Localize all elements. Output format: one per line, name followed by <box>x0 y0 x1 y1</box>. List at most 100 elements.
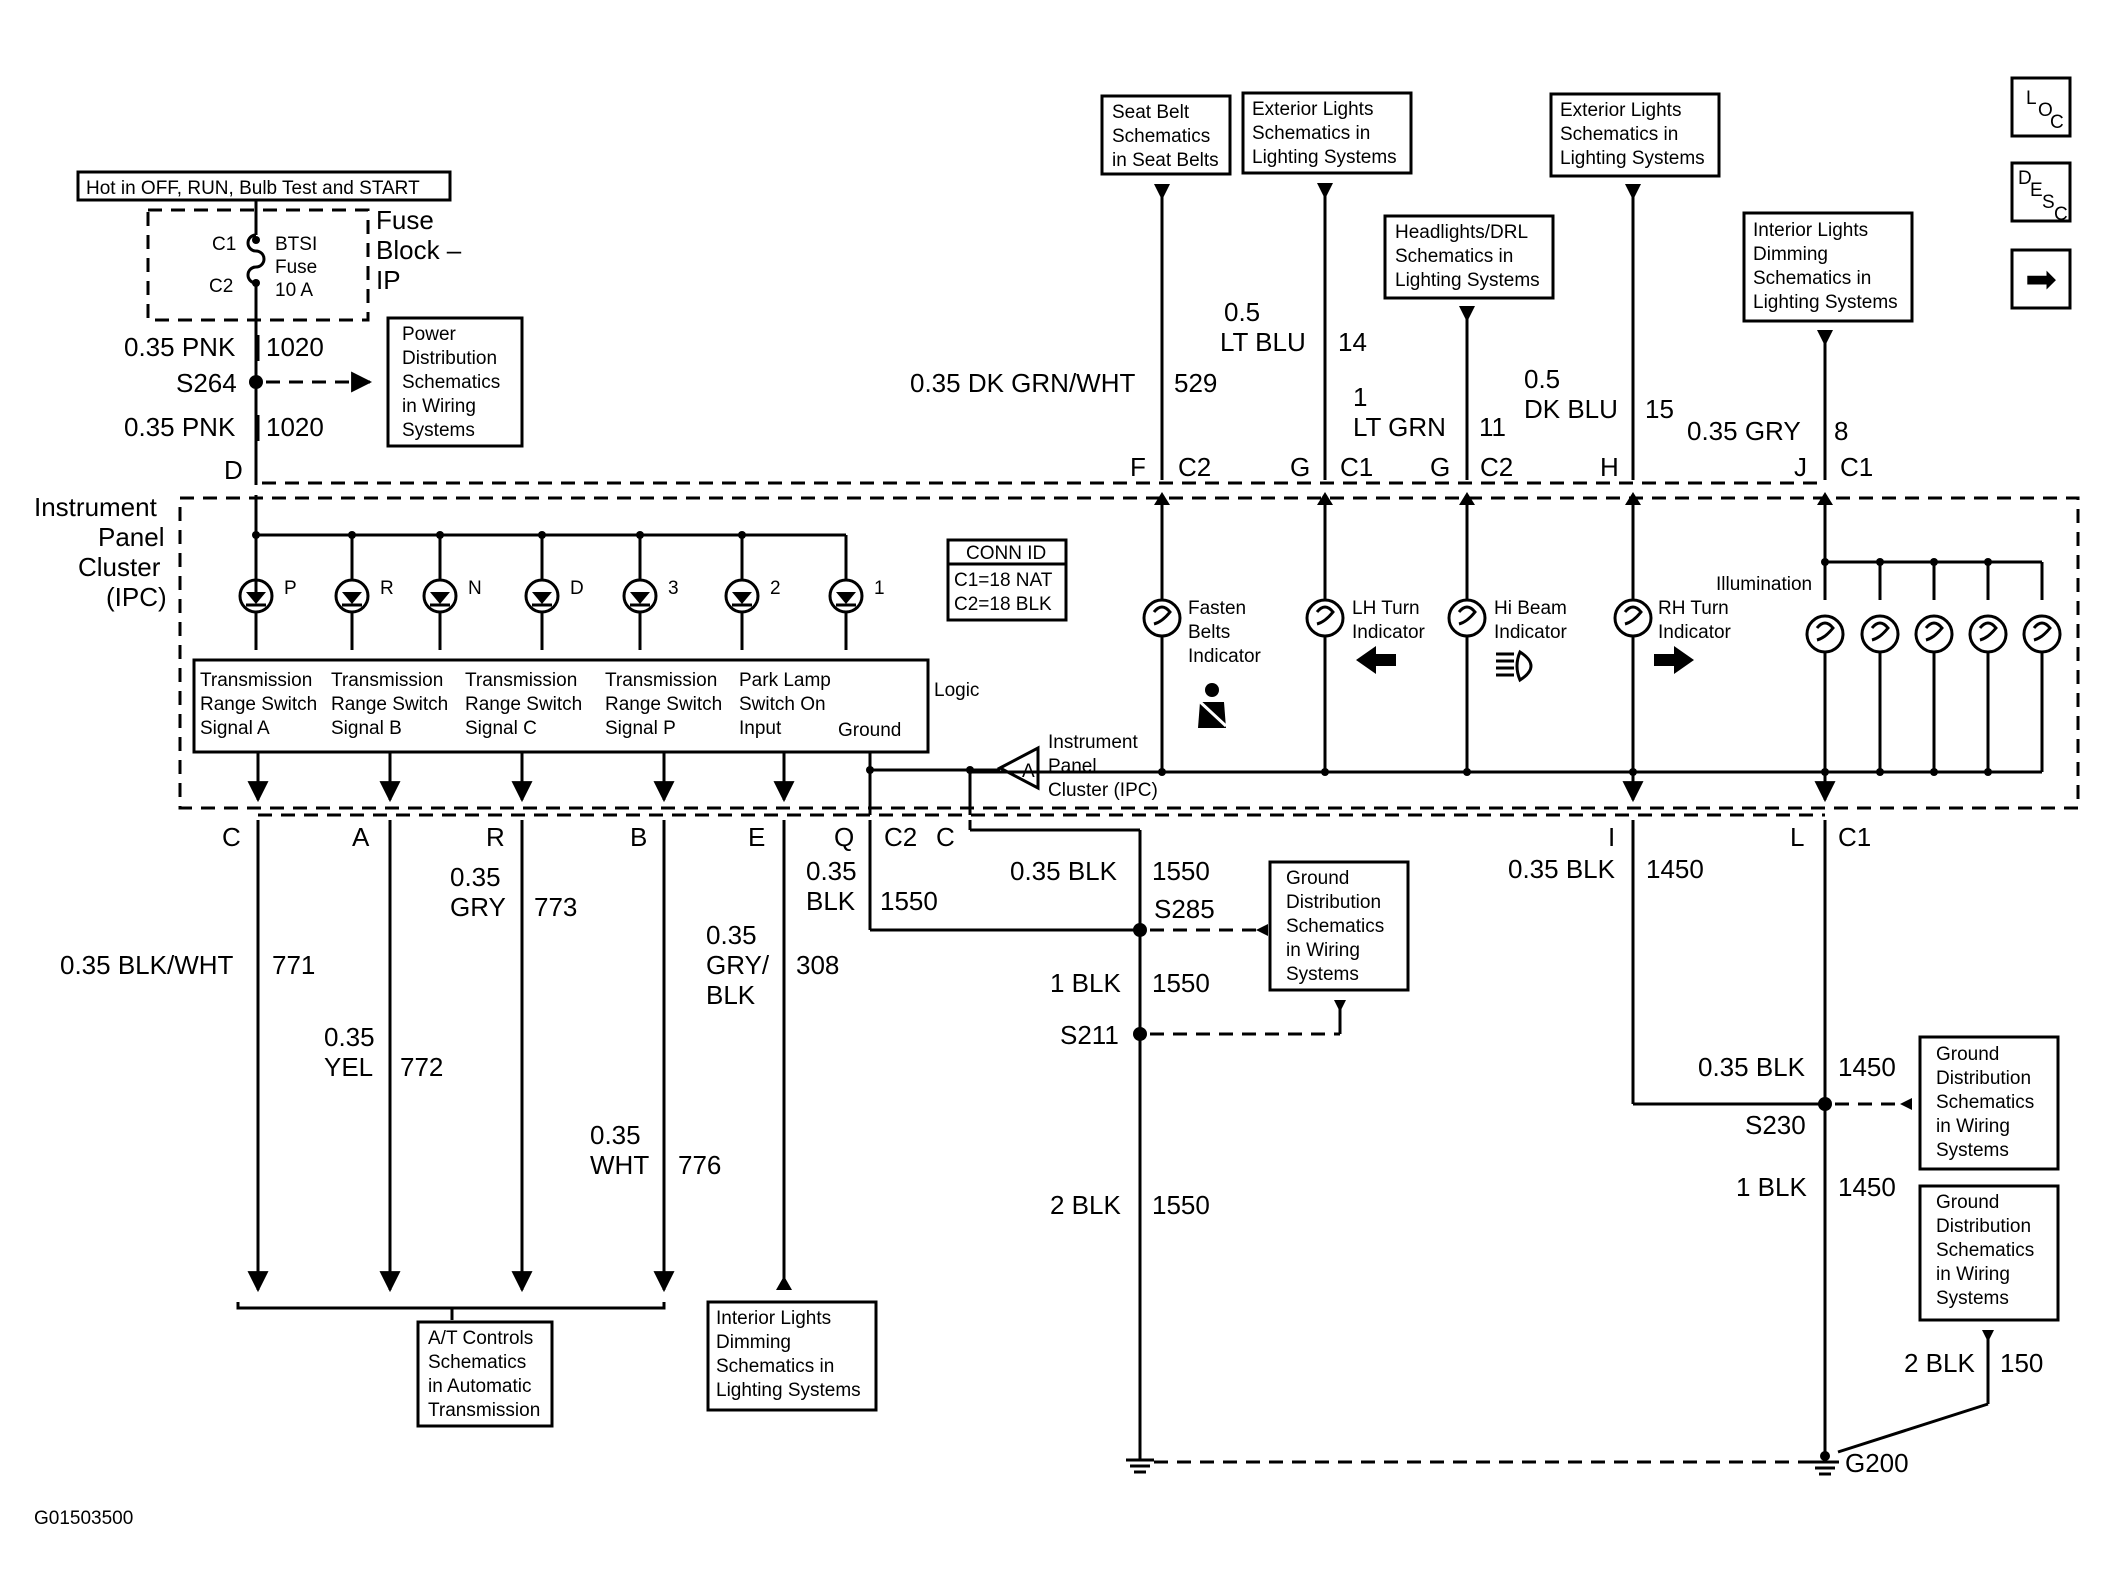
svg-text:529: 529 <box>1174 368 1217 398</box>
illumination-bulbs: Illumination <box>1716 492 2062 803</box>
svg-text:776: 776 <box>678 1150 721 1180</box>
svg-text:Distribution: Distribution <box>402 348 497 369</box>
svg-text:Dimming: Dimming <box>716 1332 791 1353</box>
svg-text:R: R <box>486 822 505 852</box>
svg-text:Lighting Systems: Lighting Systems <box>1252 147 1397 168</box>
svg-text:Transmission: Transmission <box>428 1400 540 1421</box>
svg-text:Hi Beam: Hi Beam <box>1494 598 1567 619</box>
ref-interior-dimming-bottom[interactable]: Interior Lights Dimming Schematics in Li… <box>706 1300 878 1412</box>
svg-text:150: 150 <box>2000 1348 2043 1378</box>
svg-text:C: C <box>222 822 241 852</box>
svg-text:Q: Q <box>834 822 854 852</box>
svg-text:N: N <box>468 578 482 599</box>
svg-text:in Wiring: in Wiring <box>1286 940 1360 961</box>
next-button[interactable]: ➡ <box>2010 248 2072 310</box>
svg-text:Cluster (IPC): Cluster (IPC) <box>1048 780 1158 801</box>
svg-text:1450: 1450 <box>1838 1172 1896 1202</box>
svg-text:15: 15 <box>1645 394 1674 424</box>
svg-text:Range Switch: Range Switch <box>605 694 722 715</box>
high-beam-icon <box>1496 649 1533 683</box>
svg-text:C1: C1 <box>1340 452 1373 482</box>
svg-text:Illumination: Illumination <box>1716 574 1812 595</box>
svg-text:P: P <box>284 578 297 599</box>
bulb-icon <box>1805 614 1845 654</box>
svg-text:1550: 1550 <box>880 886 938 916</box>
svg-text:308: 308 <box>796 950 839 980</box>
svg-text:Schematics: Schematics <box>1936 1092 2034 1113</box>
ref-ground-dist-1[interactable]: Ground Distribution Schematics in Wiring… <box>1268 860 1410 992</box>
svg-text:Transmission: Transmission <box>465 670 577 691</box>
ref-headlights-drl[interactable]: Headlights/DRL Schematics in Lighting Sy… <box>1383 214 1555 300</box>
svg-text:O: O <box>2038 100 2053 121</box>
svg-text:Indicator: Indicator <box>1658 622 1732 643</box>
svg-text:Schematics: Schematics <box>1936 1240 2034 1261</box>
svg-text:C1: C1 <box>1840 452 1873 482</box>
ref-interior-dimming-top[interactable]: Interior Lights Dimming Schematics in Li… <box>1742 211 1914 323</box>
loc-button[interactable]: L O C <box>2010 76 2072 138</box>
svg-text:Switch On: Switch On <box>739 694 826 715</box>
svg-text:0.35 BLK: 0.35 BLK <box>1508 854 1616 884</box>
logic-block: Transmission Range Switch Signal A Trans… <box>192 658 930 754</box>
bulb-icon <box>1860 614 1900 654</box>
svg-text:Signal C: Signal C <box>465 718 537 739</box>
svg-text:C2: C2 <box>884 822 917 852</box>
ref-ground-dist-3[interactable]: Ground Distribution Schematics in Wiring… <box>1918 1184 2060 1322</box>
svg-text:B: B <box>630 822 647 852</box>
svg-text:S: S <box>2042 192 2055 213</box>
fuse-symbol-icon <box>246 233 266 285</box>
fuse-block-outline <box>146 208 370 322</box>
svg-text:Signal B: Signal B <box>331 718 402 739</box>
svg-text:Indicator: Indicator <box>1494 622 1568 643</box>
svg-text:C2: C2 <box>1480 452 1513 482</box>
svg-text:0.35 PNK: 0.35 PNK <box>124 412 236 442</box>
svg-text:3: 3 <box>668 578 679 599</box>
ground-g200-icon <box>1811 1451 1839 1476</box>
bulb-icon <box>1914 614 1954 654</box>
svg-text:G: G <box>1290 452 1310 482</box>
svg-text:Seat Belt: Seat Belt <box>1112 102 1190 123</box>
svg-text:773: 773 <box>534 892 577 922</box>
ref-exterior-lights-2[interactable]: Exterior Lights Schematics in Lighting S… <box>1549 92 1721 178</box>
svg-text:S264: S264 <box>176 368 237 398</box>
led-icon <box>334 578 370 650</box>
svg-text:in Wiring: in Wiring <box>1936 1116 2010 1137</box>
svg-text:1550: 1550 <box>1152 968 1210 998</box>
svg-text:Schematics in: Schematics in <box>1753 268 1871 289</box>
svg-text:in Wiring: in Wiring <box>1936 1264 2010 1285</box>
ref-seat-belt[interactable]: Seat Belt Schematics in Seat Belts <box>1100 94 1232 176</box>
svg-text:Panel: Panel <box>1048 756 1097 777</box>
svg-text:S211: S211 <box>1060 1020 1119 1050</box>
svg-text:Range Switch: Range Switch <box>331 694 448 715</box>
desc-button[interactable]: D E S C <box>2010 161 2072 225</box>
ref-ground-dist-2[interactable]: Ground Distribution Schematics in Wiring… <box>1918 1035 2060 1171</box>
svg-text:Park Lamp: Park Lamp <box>739 670 831 691</box>
svg-text:Logic: Logic <box>934 680 979 701</box>
svg-text:DK BLU: DK BLU <box>1524 394 1618 424</box>
svg-text:C2=18 BLK: C2=18 BLK <box>954 594 1052 615</box>
svg-text:Systems: Systems <box>1936 1288 2009 1309</box>
led-icon <box>828 578 864 650</box>
svg-text:0.35 BLK: 0.35 BLK <box>1010 856 1118 886</box>
svg-text:Transmission: Transmission <box>200 670 312 691</box>
svg-text:2 BLK: 2 BLK <box>1050 1190 1121 1220</box>
svg-text:I: I <box>1608 822 1615 852</box>
svg-text:C: C <box>936 822 955 852</box>
ref-power-distribution[interactable]: Power Distribution Schematics in Wiring … <box>386 316 524 448</box>
svg-text:Fuse: Fuse <box>376 205 434 235</box>
svg-text:1: 1 <box>1353 382 1367 412</box>
ref-at-controls[interactable]: A/T Controls Schematics in Automatic Tra… <box>416 1320 554 1428</box>
svg-text:Interior Lights: Interior Lights <box>716 1308 831 1329</box>
svg-text:0.35: 0.35 <box>706 920 757 950</box>
svg-text:WHT: WHT <box>590 1150 649 1180</box>
svg-text:Distribution: Distribution <box>1286 892 1381 913</box>
svg-text:Indicator: Indicator <box>1352 622 1426 643</box>
arrow-right-icon <box>1654 646 1694 674</box>
figure-id: G01503500 <box>34 1508 133 1529</box>
bulb-icon <box>1968 614 2008 654</box>
svg-text:Transmission: Transmission <box>605 670 717 691</box>
ref-exterior-lights-1[interactable]: Exterior Lights Schematics in Lighting S… <box>1241 91 1413 175</box>
bulb-icon <box>2022 614 2062 654</box>
led-icon <box>622 578 658 650</box>
svg-text:in Wiring: in Wiring <box>402 396 476 417</box>
